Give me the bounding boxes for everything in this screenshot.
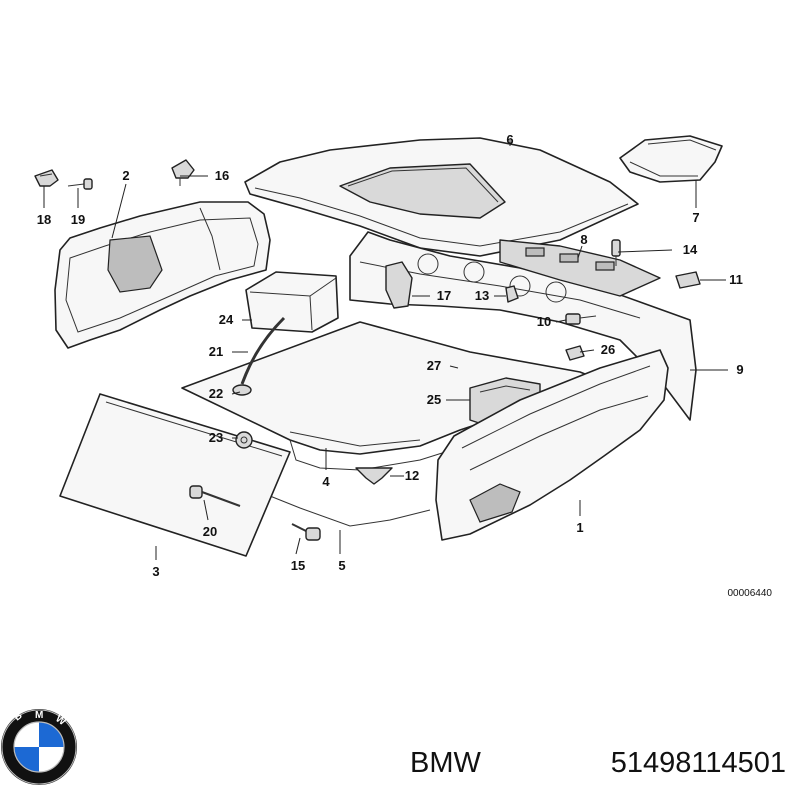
callouts: 6 7 2 16 18 19 8 14 11 17 13 10 26 27 25…: [37, 132, 744, 579]
leader-lines: [43, 140, 728, 560]
part-24-storage-box: [245, 271, 339, 333]
part-16-clip: [171, 159, 195, 186]
part-3-cover-panel: [59, 393, 291, 557]
callout-22: 22: [209, 386, 223, 401]
part-5-floor-tray: [259, 439, 459, 527]
callout-26: 26: [601, 342, 615, 357]
part-8-rail: [499, 239, 661, 297]
part-13-clip: [505, 285, 519, 303]
callout-7: 7: [692, 210, 699, 225]
part-6-parcel-shelf: [244, 137, 639, 257]
part-20-screw: [189, 485, 241, 507]
part-19-screw: [67, 178, 93, 190]
callout-12: 12: [405, 468, 419, 483]
part-11-clip: [675, 271, 701, 289]
callout-3: 3: [152, 564, 159, 579]
callout-6: 6: [506, 132, 513, 147]
part-9-rear-panel: [349, 231, 697, 421]
callout-4: 4: [322, 474, 330, 489]
callout-23: 23: [209, 430, 223, 445]
part-10-screw: [565, 313, 597, 325]
callout-15: 15: [291, 558, 305, 573]
callout-1: 1: [576, 520, 583, 535]
callout-2: 2: [122, 168, 129, 183]
part-23-clip: [235, 431, 253, 449]
callout-24: 24: [219, 312, 234, 327]
callout-14: 14: [683, 242, 698, 257]
callout-9: 9: [736, 362, 743, 377]
callout-19: 19: [71, 212, 85, 227]
part-2-left-trim: [54, 201, 271, 349]
callout-27: 27: [427, 358, 441, 373]
part-21-strap: [240, 316, 286, 385]
callout-18: 18: [37, 212, 51, 227]
callout-8: 8: [580, 232, 587, 247]
part-26-clip: [565, 345, 585, 361]
part-15-bolt: [291, 523, 321, 541]
callout-25: 25: [427, 392, 441, 407]
callout-20: 20: [203, 524, 217, 539]
callout-11: 11: [729, 272, 743, 287]
part-1-right-trim: [435, 349, 669, 541]
callout-13: 13: [475, 288, 489, 303]
callout-10: 10: [537, 314, 551, 329]
part-7-cover: [619, 135, 723, 183]
callout-21: 21: [209, 344, 223, 359]
callout-5: 5: [338, 558, 345, 573]
part-12-clip: [355, 467, 393, 485]
part-18-clip: [34, 169, 59, 187]
diagram-code: 00006440: [728, 588, 773, 599]
callout-17: 17: [437, 288, 451, 303]
part-17-bracket: [385, 261, 413, 309]
bmw-logo: B M W: [1, 709, 77, 785]
part-number: 51498114501: [611, 747, 786, 779]
brand-name: BMW: [410, 747, 482, 779]
callout-16: 16: [215, 168, 229, 183]
svg-text:M: M: [35, 710, 43, 721]
